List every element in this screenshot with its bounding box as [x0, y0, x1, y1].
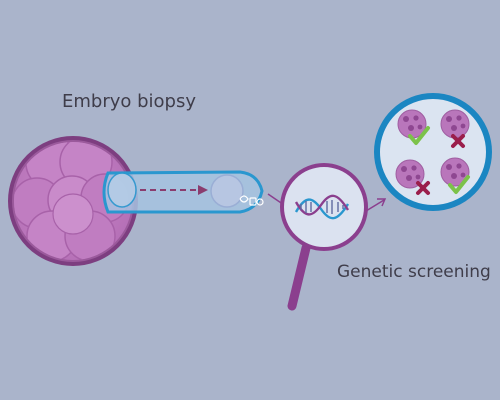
screened-embryo-bottom-left: [395, 159, 430, 195]
cross-icon: [416, 181, 430, 195]
embryo-biopsy-label: Embryo biopsy: [62, 91, 197, 112]
magnifier: [280, 163, 368, 311]
pipette-tip-marks: [239, 195, 264, 206]
embryo: [8, 136, 138, 266]
genetic-screening-label: Genetic screening: [337, 262, 491, 282]
magnifier-lens: [280, 163, 368, 251]
arrow-to-results: [365, 198, 387, 212]
check-icon: [408, 126, 430, 145]
results-circle: [374, 93, 492, 211]
screened-embryo-bottom-right: [440, 157, 470, 194]
biopsy-pipette: [102, 170, 264, 214]
screened-embryo-top-right: [440, 109, 470, 148]
check-icon: [448, 175, 470, 194]
cross-icon: [451, 134, 465, 148]
extracted-cell: [210, 174, 244, 208]
magnifier-handle: [287, 243, 311, 311]
embryo-cell: [52, 193, 94, 235]
dna-icon: [294, 194, 350, 220]
screening-results-panel: [374, 93, 492, 211]
extraction-arrow-head: [198, 185, 208, 195]
pipette-opening: [107, 172, 137, 208]
screened-embryo-top-left: [397, 109, 430, 145]
